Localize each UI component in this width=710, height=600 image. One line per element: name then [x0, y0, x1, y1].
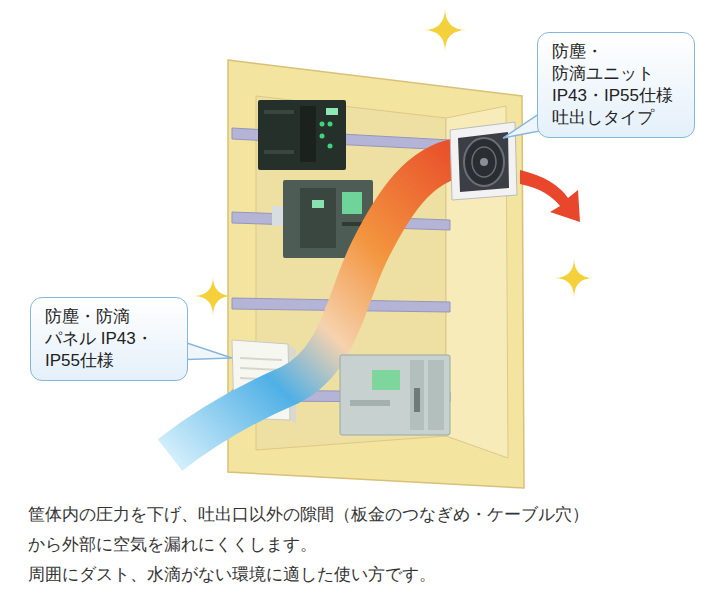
plc-led	[320, 122, 325, 127]
plc-slot	[264, 110, 294, 114]
plc-display	[326, 108, 338, 115]
fan-grill-ring	[472, 147, 496, 177]
sparkles	[193, 8, 594, 316]
callout-bubble: 防塵・ 防滴ユニット IP43・IP55仕様 吐出しタイプ	[537, 32, 695, 138]
fan-housing	[458, 132, 509, 192]
exhaust-arrow	[520, 170, 580, 222]
sparkle	[554, 258, 594, 298]
caption: 筐体内の圧力を下げ、吐出口以外の隙間（板金のつなぎめ・ケーブル穴） から外部に空…	[28, 500, 708, 560]
io-module	[410, 360, 424, 430]
callout-text: 防塵・防滴 パネル IP43・IP55仕様	[45, 306, 173, 372]
drive-slot	[342, 222, 362, 226]
io-body	[340, 355, 450, 435]
plc-led	[328, 144, 333, 149]
plc-led	[320, 134, 325, 139]
io-connector	[414, 388, 420, 412]
fan-grill	[464, 138, 504, 186]
drive-panel	[300, 188, 336, 248]
mount-bracket	[272, 206, 284, 226]
plc-module	[300, 106, 316, 162]
plc-led	[328, 122, 333, 127]
plc-unit	[258, 100, 346, 170]
sparkle	[423, 8, 467, 52]
io-unit	[340, 355, 450, 435]
plc-slot	[264, 150, 294, 154]
callout-bubble: 防塵・防滴 パネル IP43・IP55仕様	[30, 297, 188, 381]
drive-led	[312, 200, 324, 208]
note-text: 周囲にダスト、水滴がない環境に適した使い方です。	[28, 560, 708, 590]
plc-body	[258, 100, 346, 170]
io-slot	[350, 400, 390, 406]
airflow-ribbon	[170, 158, 458, 455]
io-display	[372, 370, 400, 390]
caption-area: 筐体内の圧力を下げ、吐出口以外の隙間（板金のつなぎめ・ケーブル穴） から外部に空…	[28, 500, 708, 590]
io-module	[428, 360, 444, 430]
louver	[240, 358, 282, 360]
fan-frame	[450, 122, 517, 200]
exhaust-fan-unit	[450, 122, 517, 200]
sparkle	[193, 276, 233, 316]
drive-display	[342, 192, 362, 214]
callout-text: 防塵・ 防滴ユニット IP43・IP55仕様 吐出しタイプ	[552, 41, 680, 129]
fan-hub	[480, 158, 488, 166]
